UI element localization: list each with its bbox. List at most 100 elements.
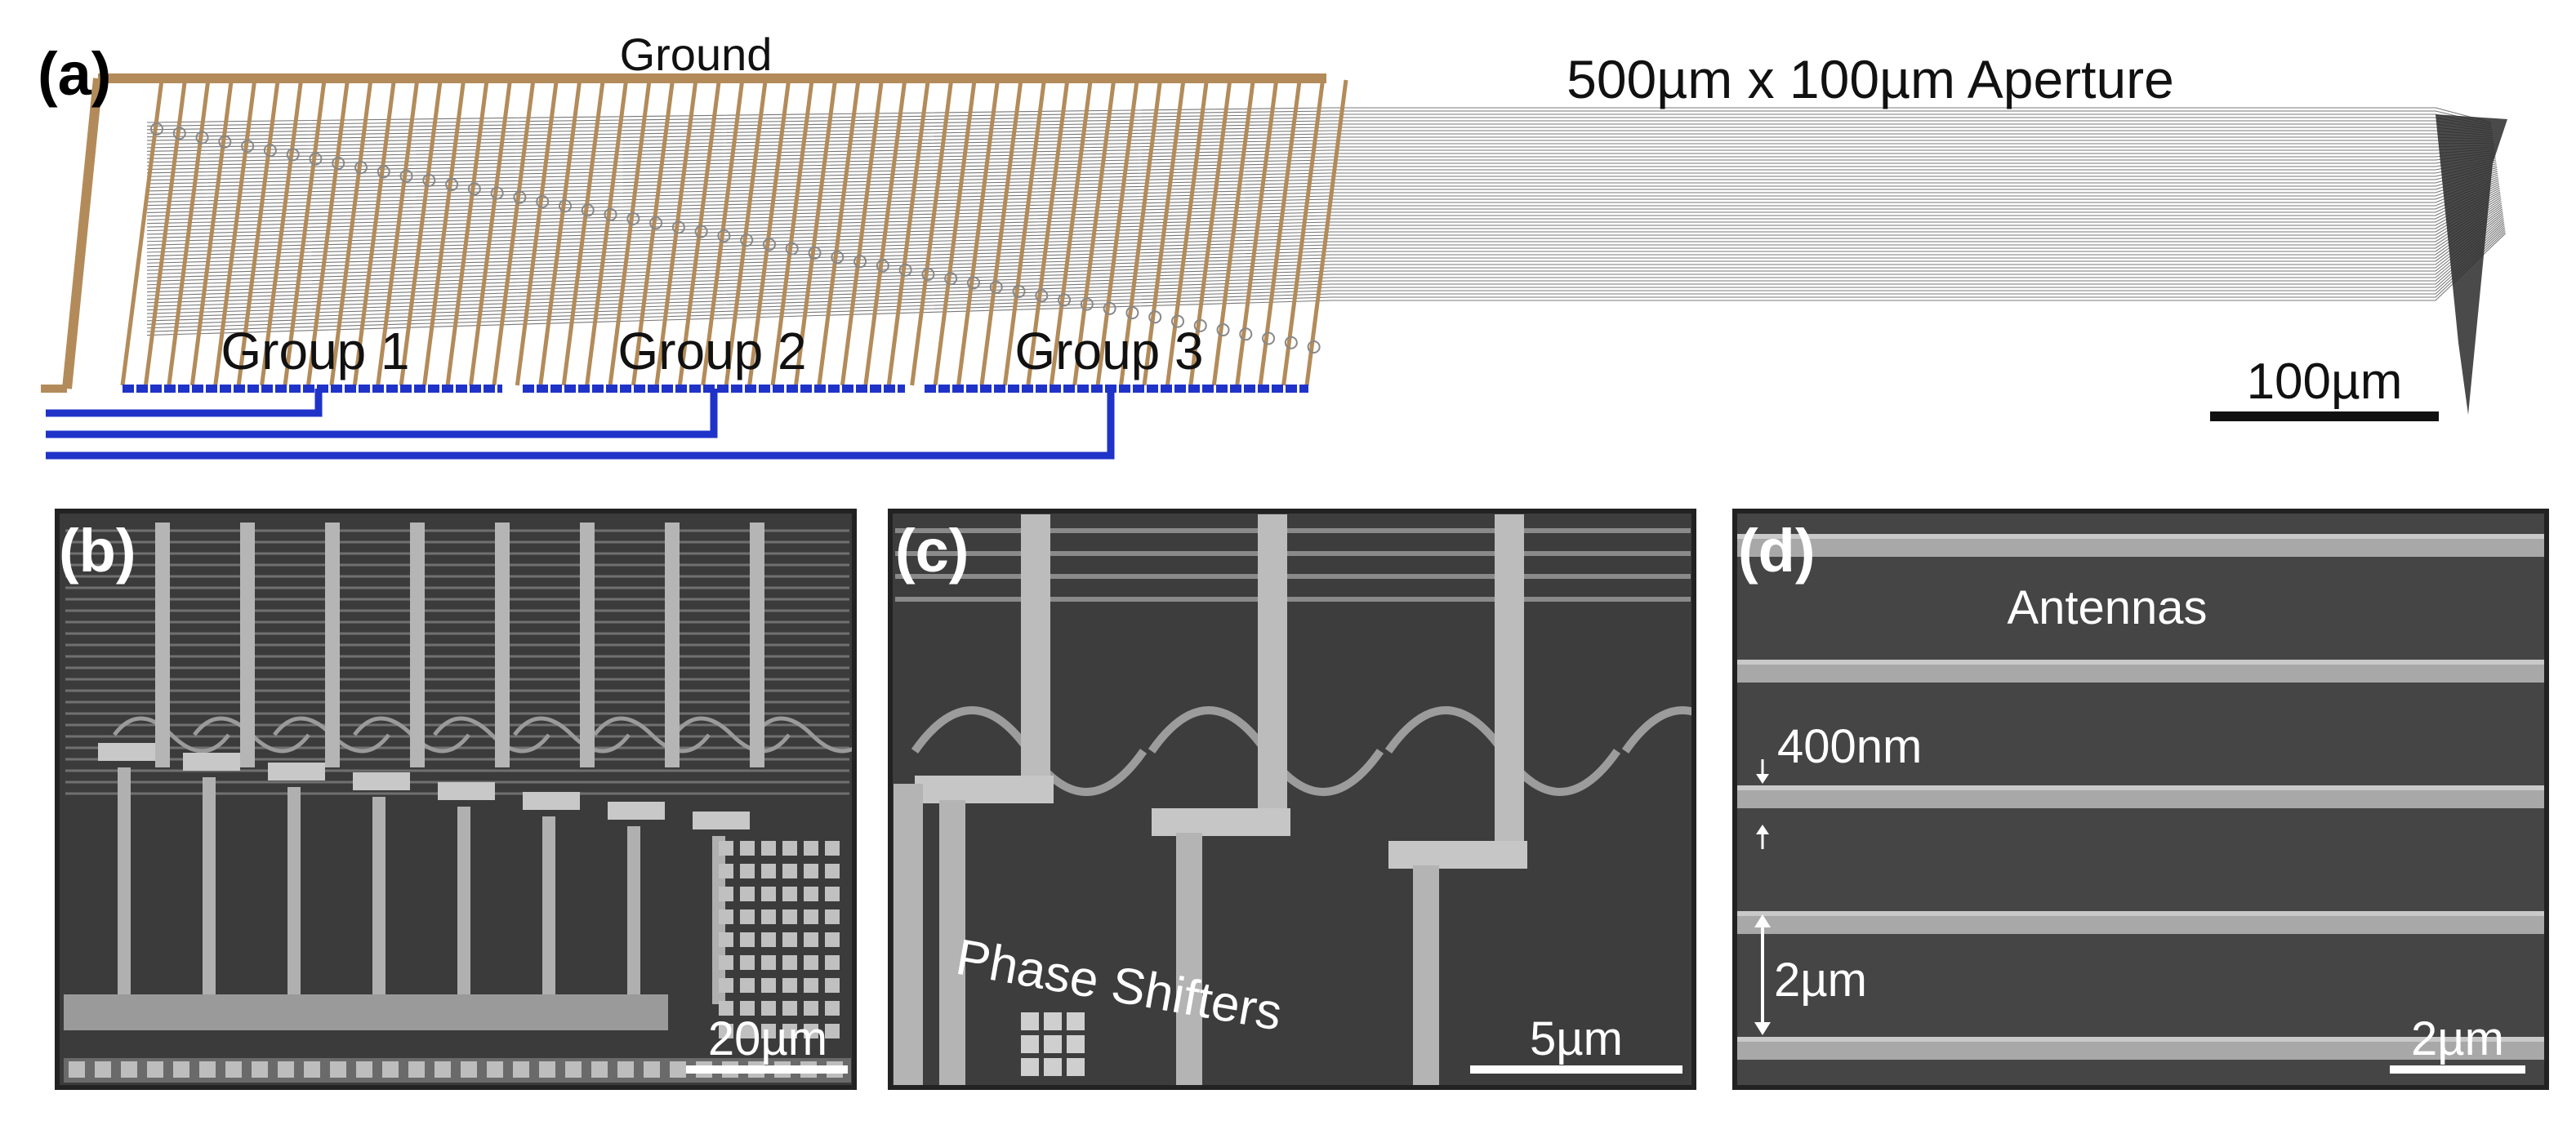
sem-electrodes-b [98,523,764,1004]
electrode-line [956,79,1001,386]
sem-pad [356,1061,372,1078]
scale-bar-b-label: 20µm [708,1012,827,1065]
group-1-label: Group 1 [221,322,409,380]
sem-pad [513,1061,529,1078]
electrode-line [1072,79,1116,386]
electrode-line [143,79,187,386]
electrode-line [236,79,280,386]
sem-pad [740,955,755,970]
electrode-line [770,79,814,386]
sem-electrode-top [750,523,764,767]
phase-shifter-loop [445,178,459,192]
phase-shifter-loop [1216,323,1230,337]
sem-pad [95,1061,111,1078]
electrode-line [189,79,234,386]
sem-pad [740,887,755,901]
sem-pad [740,841,755,856]
sem-pad [804,864,818,878]
sem-antennas-d [1735,534,2547,1060]
sem-electrode-top [240,523,255,767]
sem-antenna-highlight [1735,785,2547,790]
sem-pad [1044,1058,1062,1076]
electrode-line [1165,79,1209,386]
sem-electrode-bottom [1413,865,1439,1087]
sem-pad [304,1061,320,1078]
sem-pad [782,1001,797,1016]
group-2-label: Group 2 [617,322,806,380]
phase-shifter-loop [1035,289,1049,303]
sem-pad [719,955,733,970]
sem-electrode-pad [693,812,750,829]
sem-pad [719,841,733,856]
electrode-line [1281,79,1326,386]
sem-electrode-top [1495,514,1524,841]
group-3-label: Group 3 [1014,322,1203,380]
electrode-line [1002,79,1046,386]
phase-shifter-loop [536,195,550,208]
sem-pad [782,1024,797,1038]
phase-shifter-loop [1148,310,1162,324]
scale-bar-d-label: 2µm [2411,1012,2504,1065]
electrode-line [120,79,164,386]
phase-shifter-loop [898,263,912,277]
sem-electrode-pad [98,743,155,761]
sem-electrode-bottom [203,777,216,1004]
sem-bend [593,716,711,754]
sem-electrode-pad [183,753,240,771]
electrode-line [515,79,559,386]
panel-d-sem: (d) Antennas 400nm 2µm 2µm [1732,509,2549,1090]
sem-pad [252,1061,268,1078]
electrode-line [608,79,652,386]
phase-shifter-loop [671,220,685,234]
phase-shifter-loop [195,131,209,145]
electrode-line [329,79,373,386]
sem-electrode-top [580,523,595,767]
sem-pad-grid-b [69,841,843,1078]
phase-shifter-loop [1012,284,1026,298]
sem-pad [761,955,776,970]
sem-pad-grid-c [1021,1012,1085,1076]
electrode-line [1095,79,1139,386]
electrode-line [399,79,443,386]
sem-pad [804,978,818,993]
electrode-line [747,79,791,386]
phase-shifter-loop [831,251,845,265]
electrode-line [468,79,512,386]
sem-pad [761,887,776,901]
phase-shifter-loop [989,280,1003,294]
phase-shifter-loop [490,186,504,200]
phase-shifter-loop [422,173,436,187]
phase-shifter-loop [921,268,935,281]
sem-pad [782,932,797,947]
phase-shifter-loop [1058,293,1072,307]
sem-electrode-top [410,523,425,767]
panel-d-frame [1732,509,2549,1090]
waveguide-array [146,107,2507,415]
phase-shifter-loop [876,259,889,273]
dim-400nm-arrowhead-bottom [1756,825,1769,834]
sem-pad [173,1061,189,1078]
sem-pad [461,1061,477,1078]
phase-shifter-loop [1307,340,1321,354]
aperture-label: 500µm x 100µm Aperture [1567,49,2174,109]
phase-shifter-loop [513,190,527,204]
sem-pad [1044,1035,1062,1053]
sem-pad [719,978,733,993]
phase-shifter-loop [172,127,186,140]
sem-pad [761,864,776,878]
sem-electrode-top [1021,514,1050,776]
sem-pad [225,1061,242,1078]
electrode-line [445,79,489,386]
electrode-line [840,79,884,386]
sem-pad [804,1001,818,1016]
antennas-label: Antennas [2007,581,2207,634]
sem-pad [69,1061,85,1078]
electrode-line [561,79,605,386]
sem-electrode-bottom [939,800,965,1087]
panel-b-label: (b) [59,517,136,585]
sem-electrode-pad [1152,808,1290,836]
sem-pad [825,1001,840,1016]
sem-pad [804,887,818,901]
phase-shifter-loop [1193,318,1207,332]
